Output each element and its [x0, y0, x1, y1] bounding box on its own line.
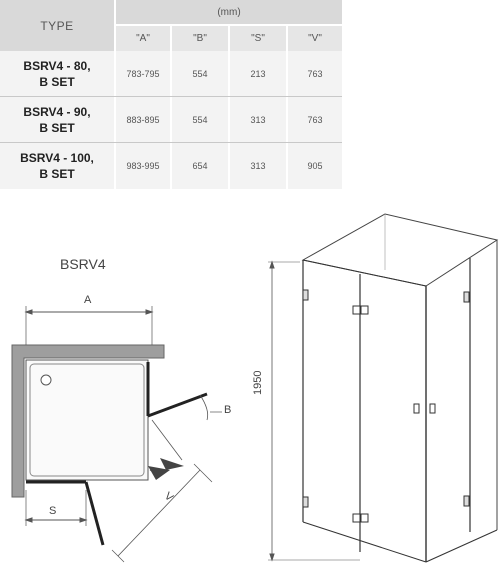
table-cell: 783-795 [116, 51, 170, 96]
table-cell: 905 [288, 143, 342, 189]
dimension-line-v [117, 469, 201, 557]
dimension-label-b: B [224, 404, 232, 416]
model-title: BSRV4 [60, 256, 106, 272]
table-cell: 313 [230, 97, 286, 142]
elevation-view [268, 213, 499, 563]
hinge-icon [463, 495, 470, 507]
table-cell: 883-895 [116, 97, 170, 142]
hinge-icon [302, 289, 309, 301]
table-row-type: BSRV4 - 100, B SET [0, 143, 114, 189]
unit-header: (mm) [116, 0, 342, 24]
type-header: TYPE [0, 0, 114, 51]
hinge-icon [352, 305, 361, 315]
table-row-type: BSRV4 - 80, B SET [0, 51, 114, 96]
table-cell: 213 [230, 51, 286, 96]
top-frame [301, 213, 499, 287]
table-cell: 763 [288, 51, 342, 96]
wall-outline [11, 344, 165, 498]
handle-icon [413, 403, 420, 414]
hinge-icon [463, 291, 470, 303]
swing-arrow-icon [160, 458, 184, 470]
dimension-arc-b [199, 394, 209, 421]
column-header-a: "A" [116, 26, 170, 51]
column-header-s: "S" [230, 26, 286, 51]
hinge-icon [352, 513, 361, 523]
row-divider [0, 142, 342, 143]
table-cell: 554 [172, 97, 228, 142]
door-leaf-front [84, 481, 105, 546]
door-leaf-right [147, 392, 208, 418]
column-header-b: "B" [172, 26, 228, 51]
table-cell: 983-995 [116, 143, 170, 189]
type-line-1: BSRV4 - 80, [23, 58, 91, 73]
dimension-label-s: S [49, 505, 57, 517]
type-line-1: BSRV4 - 100, [20, 151, 94, 165]
type-line-2: B SET [39, 74, 75, 89]
hinge-icon [302, 496, 309, 508]
table-cell: 554 [172, 51, 228, 96]
table-cell: 654 [172, 143, 228, 189]
type-line-2: B SET [39, 167, 75, 181]
drain-icon [40, 374, 52, 386]
hinge-icon [360, 305, 369, 315]
handle-icon [429, 403, 436, 414]
column-header-v: "V" [288, 26, 342, 51]
technical-drawings [11, 213, 499, 563]
row-divider [0, 96, 342, 97]
swing-arrow-icon [148, 466, 170, 480]
type-line-2: B SET [39, 120, 75, 135]
type-line-1: BSRV4 - 90, [23, 104, 91, 119]
dimension-table: TYPE (mm) "A" "B" "S" "V" BSRV4 - 80, B … [0, 0, 342, 190]
hinge-icon [360, 513, 369, 523]
table-cell: 763 [288, 97, 342, 142]
table-cell: 313 [230, 143, 286, 189]
table-row-type: BSRV4 - 90, B SET [0, 97, 114, 142]
plan-view [11, 306, 222, 563]
tray-inner [29, 363, 145, 477]
dimension-label-a: A [84, 294, 92, 306]
